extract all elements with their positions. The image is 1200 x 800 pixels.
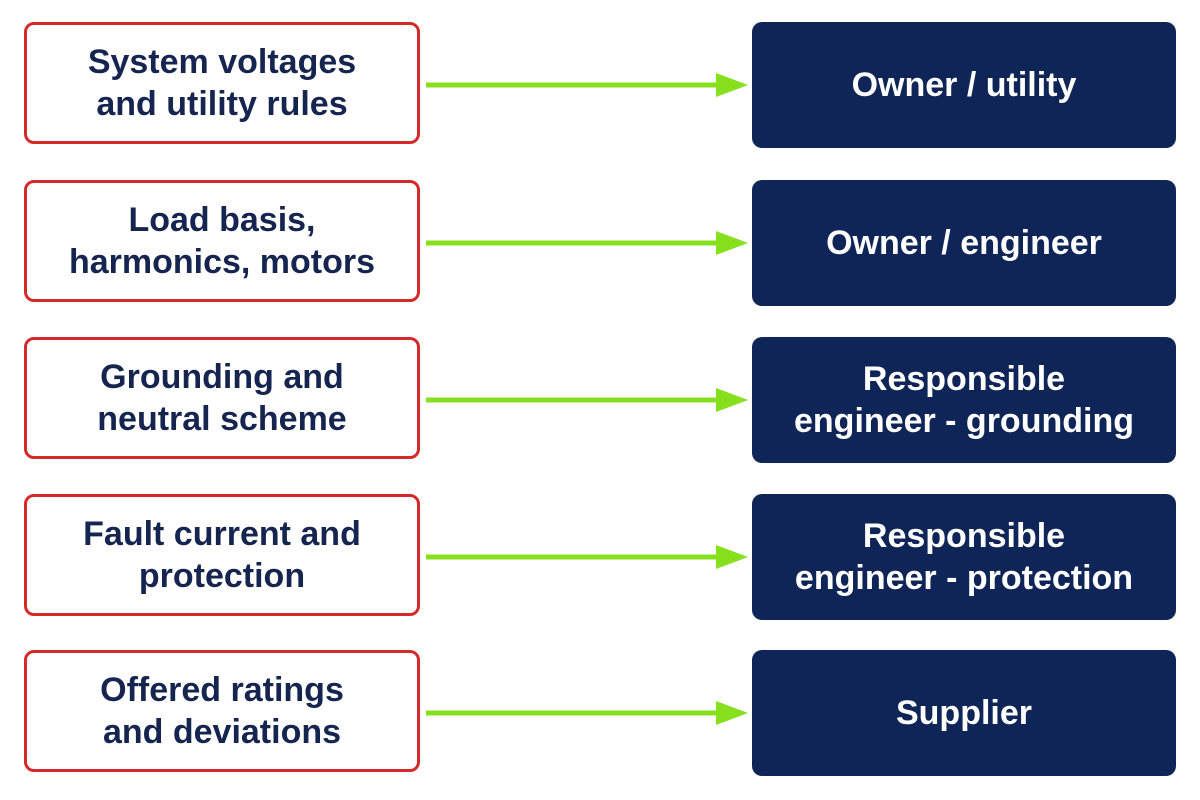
diagram-row-load-basis: Load basis, harmonics, motors Owner / en… (0, 180, 1200, 306)
input-box-offered-ratings: Offered ratings and deviations (24, 650, 420, 772)
owner-box-owner-engineer: Owner / engineer (752, 180, 1176, 306)
owner-box-supplier: Supplier (752, 650, 1176, 776)
arrow-right-icon (426, 388, 748, 412)
input-box-load-basis: Load basis, harmonics, motors (24, 180, 420, 302)
arrow-right-icon (426, 73, 748, 97)
owner-box-engineer-grounding: Responsible engineer - grounding (752, 337, 1176, 463)
diagram-row-grounding: Grounding and neutral scheme Responsible… (0, 337, 1200, 463)
input-box-system-voltages: System voltages and utility rules (24, 22, 420, 144)
input-box-grounding: Grounding and neutral scheme (24, 337, 420, 459)
input-box-fault-current: Fault current and protection (24, 494, 420, 616)
arrow-right-icon (426, 545, 748, 569)
diagram-row-offered-ratings: Offered ratings and deviations Supplier (0, 650, 1200, 776)
diagram-row-fault-current: Fault current and protection Responsible… (0, 494, 1200, 620)
arrow-right-icon (426, 701, 748, 725)
diagram-row-system-voltages: System voltages and utility rules Owner … (0, 22, 1200, 148)
owner-box-engineer-protection: Responsible engineer - protection (752, 494, 1176, 620)
arrow-right-icon (426, 231, 748, 255)
owner-box-owner-utility: Owner / utility (752, 22, 1176, 148)
